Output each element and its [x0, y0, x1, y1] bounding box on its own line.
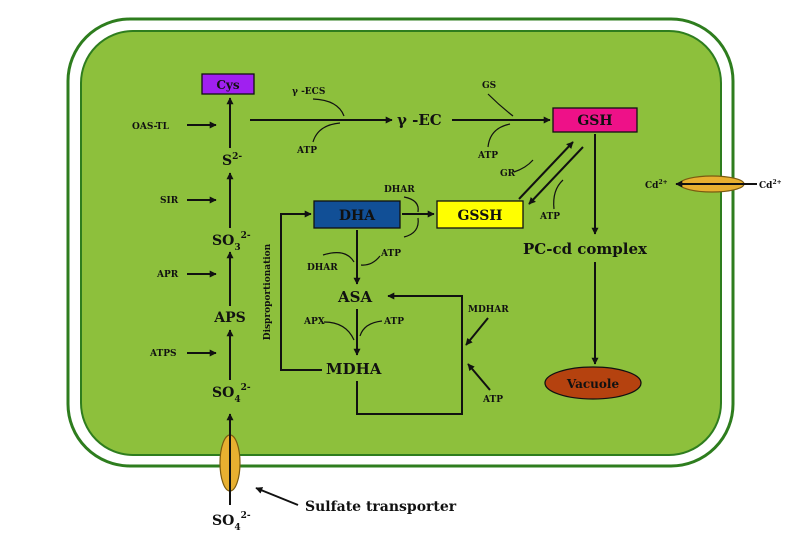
disproportionation-label: Disproportionation: [263, 243, 273, 340]
mdhar-arrow: [465, 317, 489, 346]
gs-label: GS: [482, 81, 496, 91]
cys-box: [201, 73, 255, 95]
disproportionation-arrow: [280, 210, 322, 371]
dhar-top-label: DHAR: [384, 185, 415, 195]
apx-label: APX: [303, 317, 325, 327]
aps-label: APS: [213, 310, 246, 326]
atp-gec-label: ATP: [296, 146, 317, 156]
gs-curve: [487, 93, 514, 117]
pc-cd-complex-label: PC-cd complex: [523, 240, 648, 258]
sulfate-transporter-label: Sulfate transporter: [305, 499, 457, 515]
atp-mdhar-label: ATP: [482, 395, 503, 405]
gr-curve: [513, 159, 534, 173]
mdhar-label: MDHAR: [468, 305, 509, 315]
cd-inside-label: Cd2+: [645, 179, 668, 191]
dhar-left-label: DHAR: [307, 263, 338, 273]
gssh-label: GSSH: [457, 208, 502, 224]
gssh-box: [436, 200, 524, 229]
sir-label: SIR: [160, 196, 179, 206]
so4-label: SO42-: [212, 383, 251, 405]
atp-gec-curve: [312, 122, 341, 143]
atp-gr-label: ATP: [539, 212, 560, 222]
mdhar-loop-arrow: [356, 292, 463, 415]
atp-gsh-label: ATP: [477, 151, 498, 161]
mdha-label: MDHA: [326, 360, 382, 378]
vacuole-shape: [544, 366, 642, 400]
so4-outside-label: SO42-: [212, 511, 251, 533]
oas-tl-label: OAS-TL: [132, 122, 170, 132]
atps-label: ATPS: [149, 349, 176, 359]
atp-apx-curve: [359, 320, 383, 337]
s2-label: S2-: [222, 152, 242, 169]
gamma-ecs-label: γ -ECS: [292, 87, 325, 97]
apr-label: APR: [156, 270, 179, 280]
dhar-left-curve: [322, 252, 355, 263]
cd-outside-label: Cd2+: [759, 179, 782, 191]
apx-curve: [323, 321, 355, 341]
cys-label: Cys: [216, 78, 240, 92]
dha-box: [313, 200, 401, 229]
so3-label: SO32-: [212, 231, 251, 253]
gr-label: GR: [500, 169, 516, 179]
sulfate-transporter-pointer: [255, 487, 299, 506]
atp-gsh-curve: [487, 123, 511, 148]
cell-cytoplasm: [80, 30, 722, 456]
gamma-ecs-curve: [312, 98, 345, 117]
dha-label: DHA: [339, 208, 376, 224]
atp-gr-curve: [553, 179, 564, 210]
dhar-bottom-curve: [403, 217, 419, 238]
gsh-label: GSH: [577, 113, 612, 129]
asa-label: ASA: [337, 288, 372, 306]
atp-dhar-curve: [360, 255, 381, 266]
atp-dhar-label: ATP: [380, 249, 401, 259]
gsh-to-gssh-arrow: [528, 146, 584, 205]
dhar-top-curve: [403, 196, 419, 213]
gsh-box: [552, 107, 638, 133]
gssh-to-gsh-arrow: [518, 141, 574, 200]
atp-apx-label: ATP: [383, 317, 404, 327]
gamma-ec-label: γ -EC: [397, 111, 442, 129]
vacuole-label: Vacuole: [566, 377, 620, 391]
atp-mdhar-arrow: [467, 363, 491, 391]
